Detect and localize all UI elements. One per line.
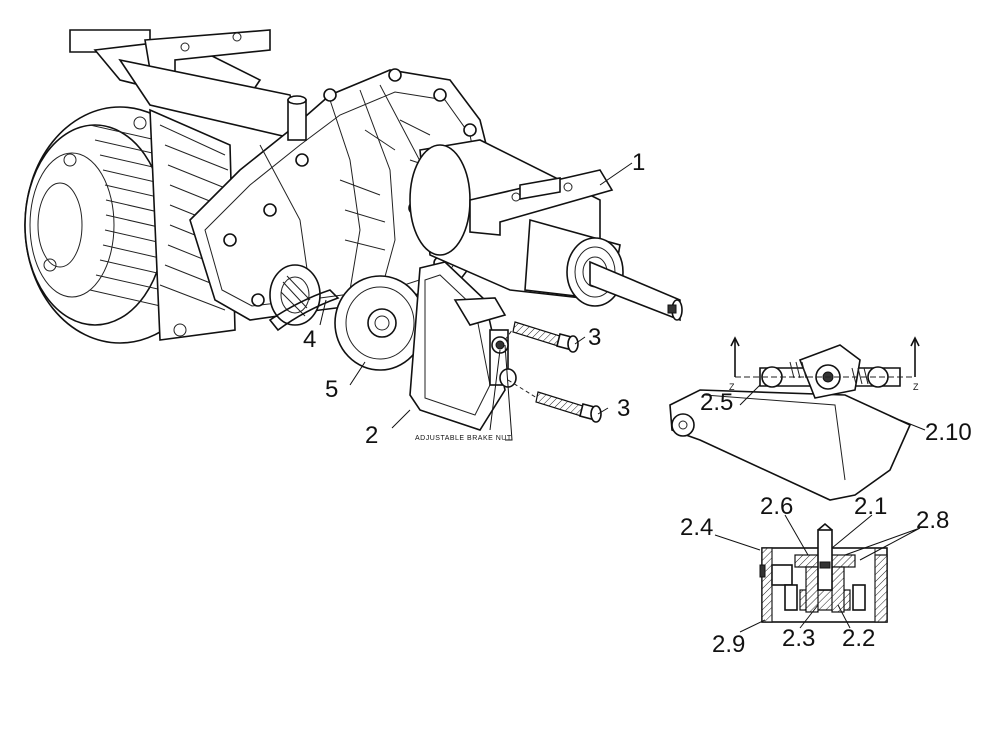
- section-mark-z-left: Z: [729, 382, 735, 392]
- callout-2-1: 2.1: [854, 493, 887, 520]
- bolt-lower: [535, 391, 602, 423]
- callout-5: 5: [325, 376, 338, 403]
- callout-2-5: 2.5: [700, 389, 733, 416]
- snap-ring: [268, 289, 340, 332]
- section-mark-z-right: Z: [913, 382, 919, 392]
- bolt-upper: [512, 321, 579, 353]
- callout-2-3: 2.3: [782, 625, 815, 652]
- callout-numbers: 1 2 3 3 4 5 2.5 2.10 2.6 2.1 2.8 2.4 2.9…: [303, 149, 972, 658]
- transaxle-assembly: [24, 29, 683, 344]
- callout-3-upper: 3: [588, 324, 601, 351]
- leader-lines: [319, 162, 926, 633]
- brake-disc: [334, 275, 426, 371]
- callout-2-6: 2.6: [760, 493, 793, 520]
- callout-1: 1: [632, 149, 645, 176]
- brake-arm-detail: Z Z: [669, 336, 920, 501]
- callout-2-10: 2.10: [925, 419, 972, 446]
- callout-2-8: 2.8: [916, 507, 949, 534]
- callout-2: 2: [365, 422, 378, 449]
- right-axle-housing: [409, 139, 683, 322]
- callout-4: 4: [303, 326, 316, 353]
- brake-assembly: [409, 261, 517, 431]
- callout-2-4: 2.4: [680, 514, 713, 541]
- section-view-z-z: [759, 522, 888, 623]
- callout-2-2: 2.2: [842, 625, 875, 652]
- adjustable-brake-nut-note: ADJUSTABLE BRAKE NUT: [415, 435, 512, 442]
- callout-2-9: 2.9: [712, 631, 745, 658]
- callout-3-lower: 3: [617, 395, 630, 422]
